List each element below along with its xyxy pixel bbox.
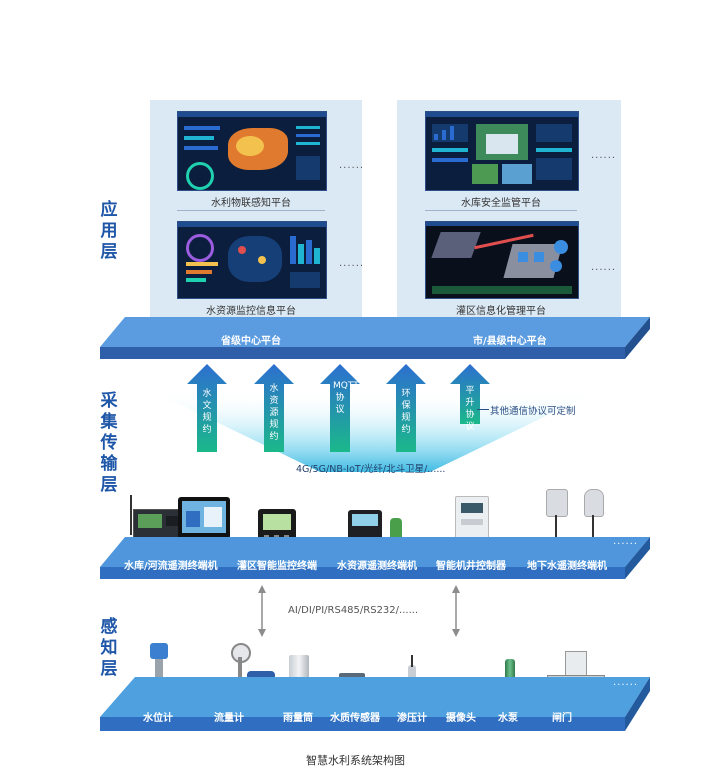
platform-screen-iot[interactable] xyxy=(177,111,327,191)
layer-label-application: 应用层 xyxy=(100,200,118,262)
terminal-tablet[interactable] xyxy=(178,497,230,539)
protocol-label-mqtt: MQTT协议 xyxy=(333,381,359,415)
center-label-provincial: 省级中心平台 xyxy=(221,336,281,347)
terminal-label-groundwater: 地下水遥测终端机 xyxy=(527,561,607,572)
more-dots: ...... xyxy=(591,262,617,273)
platform-screen-irrigation[interactable] xyxy=(425,221,579,299)
layer-label-transport: 采集传输层 xyxy=(100,391,118,495)
perception-slab xyxy=(100,677,650,731)
platform-label-iot: 水利物联感知平台 xyxy=(211,198,291,209)
network-types: 4G/5G/NB-IoT/光纤/北斗卫星/...... xyxy=(296,464,446,475)
bidirectional-arrows xyxy=(258,585,460,637)
sensor-label-rain-gauge: 雨量筒 xyxy=(283,713,313,724)
terminal-label-reservoir: 水库/河流遥测终端机 xyxy=(124,561,218,572)
sensor-cable xyxy=(592,515,594,551)
signal-beam xyxy=(150,390,600,472)
terminal-device-groundwater[interactable] xyxy=(546,489,568,517)
caption-divider xyxy=(425,210,577,211)
flowmeter-pipe xyxy=(238,657,242,681)
more-dots: ...... xyxy=(591,150,617,161)
antenna-icon xyxy=(130,495,132,535)
protocol-label-hydrology: 水文规约 xyxy=(202,389,212,435)
platform-screen-water-resources[interactable] xyxy=(177,221,327,299)
protocol-label-pingsheng: 平升协议 xyxy=(465,386,475,432)
terminal-label-well: 智能机井控制器 xyxy=(436,561,506,572)
interface-types: AI/DI/PI/RS485/RS232/...... xyxy=(288,605,419,616)
sensor-cable xyxy=(555,515,557,551)
terminal-device-groundwater-2[interactable] xyxy=(584,489,604,517)
protocol-label-water-resources: 水资源规约 xyxy=(269,384,279,442)
center-platform-slab xyxy=(100,317,650,359)
piezometer-cable xyxy=(411,655,413,667)
water-level-sensor-icon[interactable] xyxy=(150,643,168,659)
sensor-label-pump: 水泵 xyxy=(498,713,518,724)
caption-divider xyxy=(177,210,325,211)
platform-label-water-resources: 水资源监控信息平台 xyxy=(206,306,296,317)
more-dots: ...... xyxy=(339,160,365,171)
sensor-label-camera: 摄像头 xyxy=(446,713,476,724)
platform-label-reservoir: 水库安全监管平台 xyxy=(461,198,541,209)
platform-label-irrigation: 灌区信息化管理平台 xyxy=(456,306,546,317)
sensor-label-piezometer: 渗压计 xyxy=(397,713,427,724)
more-dots: ...... xyxy=(339,258,365,269)
platform-screen-reservoir[interactable] xyxy=(425,111,579,191)
sensor-label-water-quality: 水质传感器 xyxy=(330,713,380,724)
center-label-municipal: 市/县级中心平台 xyxy=(473,336,547,347)
layer-label-perception: 感知层 xyxy=(100,617,118,679)
terminal-label-irrigation: 灌区智能监控终端 xyxy=(237,561,317,572)
terminal-slab xyxy=(100,537,650,579)
terminal-device-water-resources[interactable] xyxy=(348,510,382,542)
protocol-label-environment: 环保规约 xyxy=(401,389,411,435)
sensor-label-gate: 闸门 xyxy=(552,713,572,724)
more-dots: ...... xyxy=(613,677,639,688)
protocol-custom-leader xyxy=(477,409,489,410)
figure-caption: 智慧水利系统架构图 xyxy=(306,754,405,767)
protocol-custom-note: 其他通信协议可定制 xyxy=(490,406,576,417)
sensor-label-water-level: 水位计 xyxy=(143,713,173,724)
terminal-label-water-resources: 水资源遥测终端机 xyxy=(337,561,417,572)
more-dots: ...... xyxy=(613,536,639,547)
sensor-label-flowmeter: 流量计 xyxy=(214,713,244,724)
